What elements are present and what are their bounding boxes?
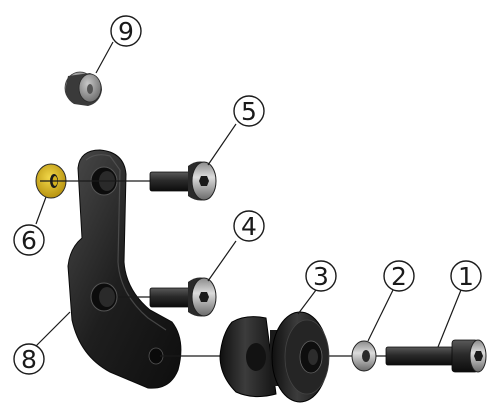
callout-8: 8: [13, 343, 45, 375]
callout-2-label: 2: [391, 262, 407, 291]
leader-lines: [35, 41, 462, 348]
callout-3-label: 3: [313, 262, 329, 291]
callout-9-label: 9: [118, 17, 134, 46]
leader-3: [297, 289, 317, 315]
part-2-washer: [351, 340, 377, 372]
callout-3: 3: [305, 260, 337, 292]
leader-9: [95, 41, 114, 74]
leader-8: [35, 311, 71, 347]
leader-1: [437, 289, 462, 348]
leader-4: [207, 240, 237, 282]
callout-5: 5: [233, 95, 265, 127]
part-9-cap: [64, 71, 102, 106]
leader-2: [367, 289, 394, 342]
callout-9: 9: [110, 15, 142, 47]
callout-8-label: 8: [21, 345, 37, 374]
callout-6: 6: [13, 224, 45, 256]
callout-5-label: 5: [241, 97, 257, 126]
callout-4: 4: [233, 210, 265, 242]
leader-5: [207, 123, 237, 166]
callout-6-label: 6: [21, 226, 37, 255]
part-1-cap-screw: [385, 339, 487, 373]
callout-4-label: 4: [241, 212, 257, 241]
callout-1-label: 1: [458, 262, 474, 291]
leader-6: [35, 196, 47, 225]
part-3-roller: [219, 311, 330, 403]
part-5-bolt: [149, 161, 217, 201]
part-8-bracket-arm: [67, 149, 182, 389]
callout-1: 1: [450, 260, 482, 292]
part-4-bolt: [118, 277, 217, 317]
callout-2: 2: [383, 260, 415, 292]
